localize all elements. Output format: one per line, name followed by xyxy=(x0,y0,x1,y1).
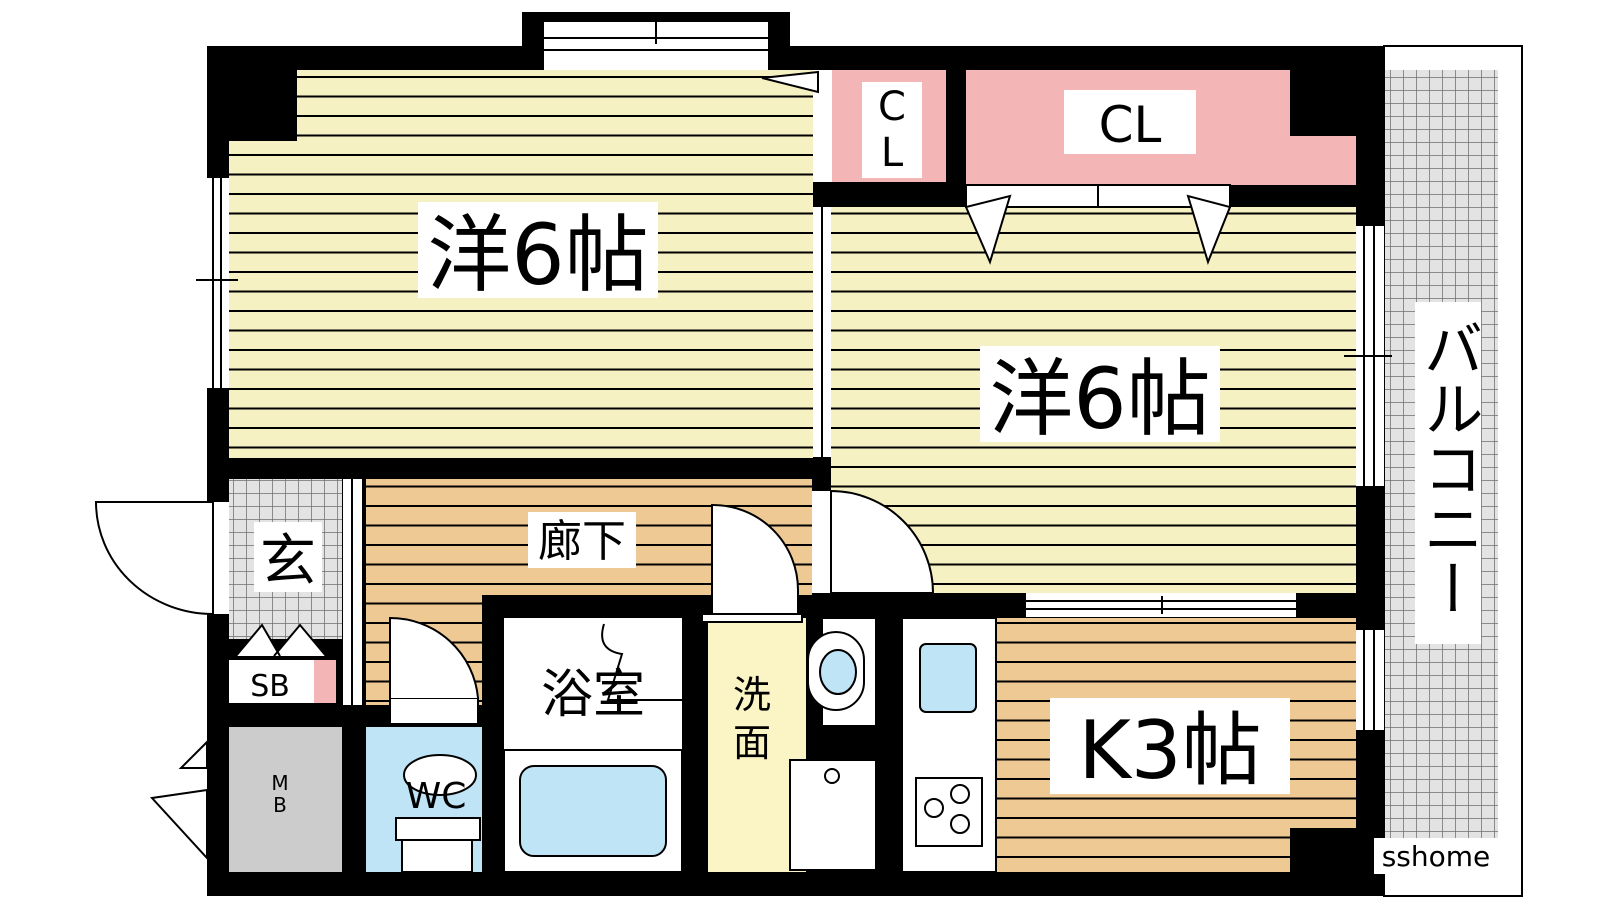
meter-box-label-2: B xyxy=(273,793,287,817)
closet-small-label-1: C xyxy=(878,84,906,130)
washroom-label-1: 洗 xyxy=(733,673,771,717)
shoe-box-label: SB xyxy=(250,669,290,704)
kitchen-label: K3帖 xyxy=(1078,704,1261,797)
closet-large-label: CL xyxy=(1099,96,1162,154)
meter-box-label-1: M xyxy=(271,771,288,795)
watermark: sshome xyxy=(1382,840,1491,873)
washroom-label-2: 面 xyxy=(733,721,771,765)
hallway-label: 廊下 xyxy=(538,516,626,567)
meter-box xyxy=(229,727,342,872)
balcony xyxy=(1383,45,1523,897)
shoe-box xyxy=(229,660,314,703)
toilet-label: WC xyxy=(406,776,467,817)
bathtub xyxy=(519,765,667,857)
bathroom-label: 浴室 xyxy=(541,665,645,725)
western-room-2-label: 洋6帖 xyxy=(989,350,1210,448)
closet-small-label-2: L xyxy=(881,130,904,176)
balcony-label: バルコニー xyxy=(1413,318,1483,618)
western-room-1-label: 洋6帖 xyxy=(427,206,648,304)
entrance-label: 玄 xyxy=(260,529,316,594)
kitchen-sink xyxy=(919,643,977,713)
